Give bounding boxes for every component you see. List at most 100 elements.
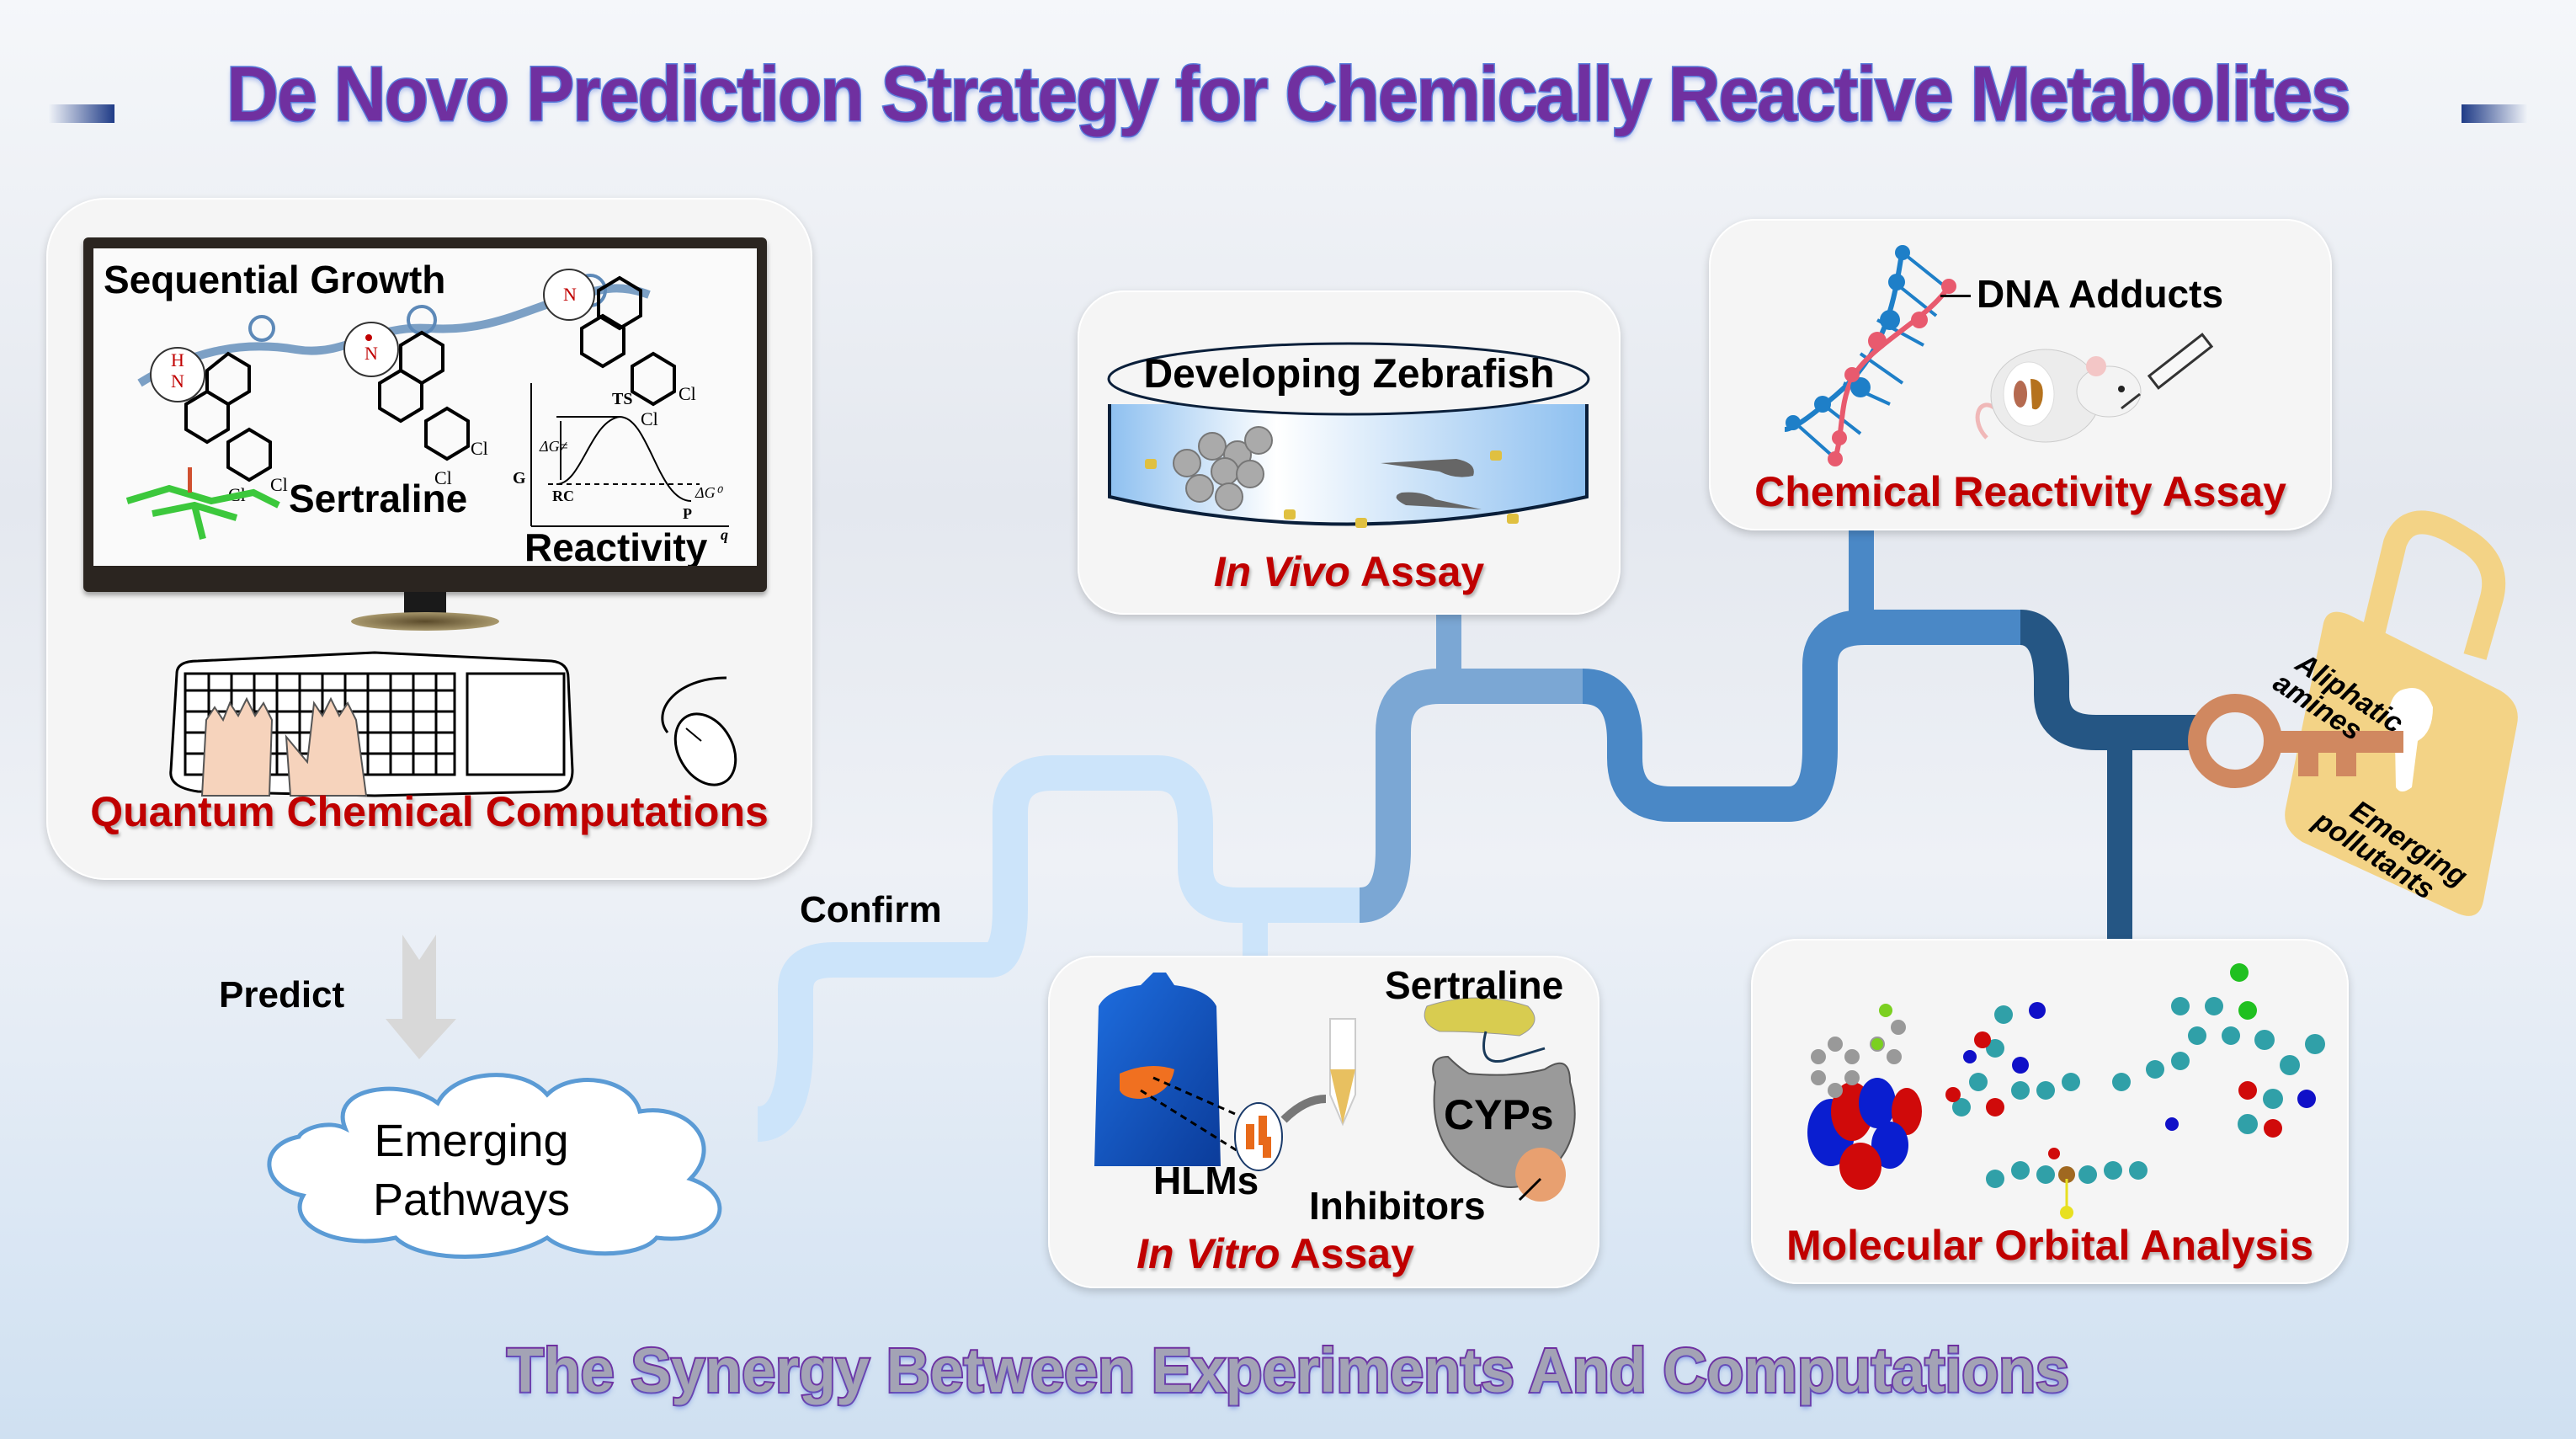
atom-label-cl: Cl bbox=[679, 383, 696, 404]
connector-orbital bbox=[2107, 749, 2132, 939]
predict-label: Predict bbox=[219, 974, 345, 1015]
energy-label-reaction: ΔG⁰ bbox=[695, 484, 721, 501]
dna-adducts-pointer bbox=[1940, 295, 1971, 297]
amine-highlight-circle bbox=[150, 347, 205, 402]
sertraline-label: Sertraline bbox=[289, 477, 468, 520]
in-vitro-caption: In Vitro Assay bbox=[1048, 1229, 1503, 1278]
ring-icon bbox=[597, 275, 642, 331]
zebrafish-embryos-icon bbox=[1173, 426, 1273, 511]
emerging-pathways-line2: Pathways bbox=[372, 1175, 571, 1225]
radical-dot bbox=[365, 334, 372, 341]
atom-label-h: H bbox=[171, 349, 184, 370]
sertraline-growth-illustration: H N Cl Cl N Cl Cl N bbox=[125, 269, 729, 540]
atom-label-n: N bbox=[171, 370, 184, 392]
imine-highlight-circle bbox=[543, 269, 595, 321]
atom-label-n: N bbox=[563, 284, 577, 305]
ring-icon bbox=[631, 351, 676, 407]
pipe-segment-stage1 bbox=[756, 755, 1360, 1142]
energy-axis-q: q bbox=[721, 526, 728, 543]
in-vitro-panel: Sertraline CYPs HLMs Inhibitors In Vitro… bbox=[1048, 956, 1599, 1288]
inhibitors-label: Inhibitors bbox=[1309, 1184, 1486, 1228]
molecular-orbital-caption: Molecular Orbital Analysis bbox=[1786, 1222, 2314, 1269]
heme-iron-bond bbox=[188, 467, 192, 493]
ring-icon bbox=[184, 389, 230, 445]
pipe-segment-stage3 bbox=[1581, 610, 2020, 822]
ring-icon bbox=[424, 406, 470, 461]
typing-hands-icon bbox=[200, 696, 368, 797]
cyps-label: CYPs bbox=[1444, 1091, 1554, 1138]
developing-zebrafish-label: Developing Zebrafish bbox=[1143, 352, 1555, 397]
in-vivo-caption-rest: Assay bbox=[1349, 548, 1485, 595]
ball-stick-complex-icon bbox=[1945, 963, 2325, 1219]
title-decoration-right bbox=[2462, 104, 2527, 123]
connector-in-vitro bbox=[1243, 905, 1268, 964]
in-vivo-caption: In Vivo Assay bbox=[1078, 547, 1621, 596]
ring-icon bbox=[378, 368, 423, 424]
transfer-arrow-icon bbox=[1280, 1095, 1327, 1123]
dna-helix-icon bbox=[1784, 245, 1956, 466]
energy-axis-g: G bbox=[513, 469, 526, 488]
atom-label-cl: Cl bbox=[471, 438, 488, 459]
chemical-reactivity-panel: DNA Adducts Chemical Reactivity Assay bbox=[1709, 219, 2332, 530]
open-shackle-icon bbox=[2354, 510, 2506, 669]
swirl-icon bbox=[248, 315, 275, 342]
emerging-pathways-cloud bbox=[267, 1073, 722, 1259]
energy-label-p: P bbox=[683, 505, 692, 522]
in-vivo-panel: Developing Zebrafish In Vivo Assay bbox=[1078, 290, 1621, 615]
pipe-segment-stage2 bbox=[1358, 669, 1583, 923]
petri-dish-icon bbox=[1107, 342, 1590, 528]
monitor-screen: Sequential Growth H N Cl Cl N bbox=[93, 248, 757, 566]
energy-profile-diagram bbox=[530, 383, 729, 527]
radical-highlight-circle bbox=[343, 322, 399, 377]
mouse-icon bbox=[661, 676, 737, 786]
in-vitro-caption-rest: Assay bbox=[1280, 1230, 1414, 1277]
monitor-frame: Sequential Growth H N Cl Cl N bbox=[83, 237, 767, 592]
syringe-icon bbox=[2121, 333, 2214, 410]
atom-label-cl: Cl bbox=[270, 474, 288, 495]
mouse-injection-icon bbox=[1975, 333, 2214, 443]
liver-icon bbox=[1120, 1066, 1174, 1099]
energy-label-rc: RC bbox=[552, 488, 574, 504]
title-decoration-left bbox=[49, 104, 114, 123]
dna-adducts-label: DNA Adducts bbox=[1977, 272, 2224, 316]
energy-label-barrier: ΔG≠ bbox=[540, 438, 568, 455]
predict-arrow-icon bbox=[386, 935, 456, 1059]
ring-icon bbox=[580, 313, 625, 369]
sertraline-substrate-icon bbox=[1424, 997, 1535, 1037]
pipe-segment-stage4 bbox=[2019, 610, 2201, 750]
heme-model-icon bbox=[125, 484, 280, 540]
food-pellet-icon bbox=[1145, 450, 1519, 528]
lock-and-key-illustration bbox=[2188, 510, 2518, 916]
atom-label-cl: Cl bbox=[434, 467, 452, 488]
inhibitor-icon bbox=[1515, 1148, 1566, 1202]
ring-icon bbox=[226, 427, 272, 482]
binding-arrow-icon bbox=[1482, 1031, 1546, 1063]
confirm-label: Confirm bbox=[800, 889, 942, 930]
keyboard-icon bbox=[169, 651, 574, 797]
in-vivo-caption-italic: In Vivo bbox=[1213, 548, 1350, 595]
chemical-reactivity-caption: Chemical Reactivity Assay bbox=[1754, 468, 2286, 515]
emerging-pathways-line1: Emerging bbox=[374, 1116, 569, 1166]
connector-reactivity bbox=[1849, 530, 1874, 627]
footer-title: The Synergy Between Experiments And Comp… bbox=[505, 1334, 2071, 1407]
energy-label-ts: TS bbox=[612, 390, 633, 408]
molecular-models-illustration bbox=[1807, 963, 2325, 1219]
atom-label-cl: Cl bbox=[641, 408, 658, 429]
quantum-computations-caption: Quantum Chemical Computations bbox=[90, 788, 769, 835]
computation-panel: Sequential Growth H N Cl Cl N bbox=[46, 198, 812, 880]
emerging-pathways-label: Emerging Pathways bbox=[253, 1111, 690, 1229]
sequential-growth-heading: Sequential Growth bbox=[104, 258, 446, 301]
sertraline-substrate-label: Sertraline bbox=[1385, 963, 1564, 1007]
atom-label-n: N bbox=[365, 343, 378, 364]
in-vitro-caption-italic: In Vitro bbox=[1136, 1230, 1280, 1277]
key-icon bbox=[2188, 694, 2403, 788]
molecular-orbital-panel: Molecular Orbital Analysis bbox=[1751, 939, 2349, 1284]
reactivity-label: Reactivity bbox=[524, 525, 708, 566]
orbital-lobes-icon bbox=[1807, 1078, 1922, 1190]
hlms-label: HLMs bbox=[1153, 1159, 1259, 1202]
page-title: De Novo Prediction Strategy for Chemical… bbox=[226, 51, 2352, 139]
monitor-base bbox=[351, 612, 499, 631]
connector-in-vivo bbox=[1436, 615, 1461, 699]
zebrafish-larvae-icon bbox=[1381, 459, 1482, 509]
